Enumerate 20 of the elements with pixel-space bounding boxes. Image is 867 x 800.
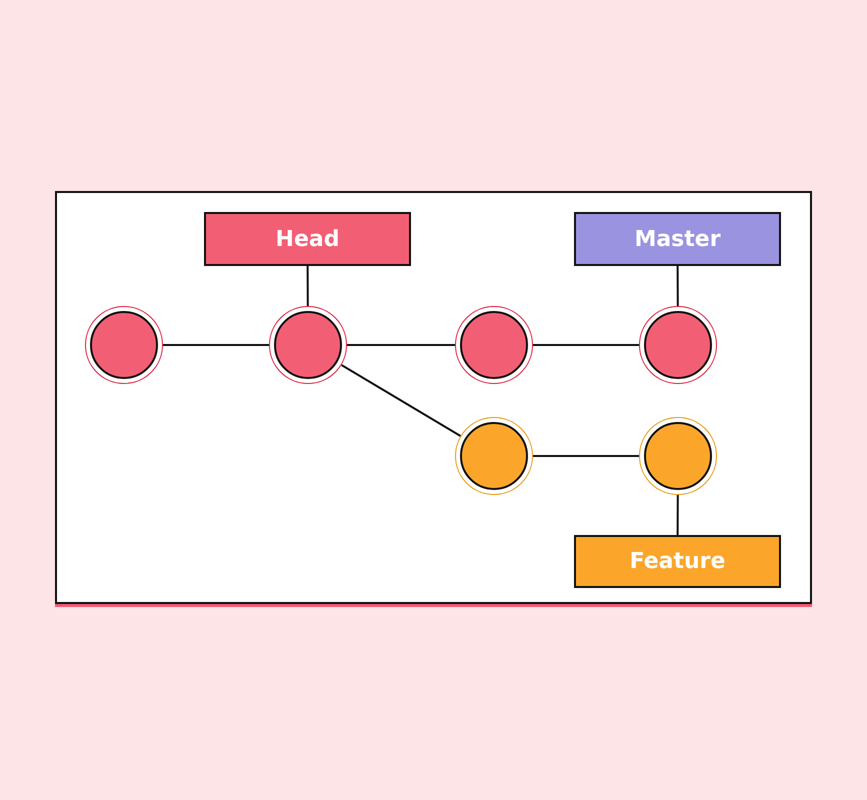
label-box <box>574 212 781 266</box>
connector-line <box>163 344 269 346</box>
commit-circle <box>455 306 533 384</box>
label-box <box>204 212 411 266</box>
connector-line <box>340 364 462 437</box>
connector-line <box>676 495 679 535</box>
connector-line <box>676 266 679 306</box>
box-label: Master <box>634 226 721 252</box>
commit-circle <box>455 417 533 495</box>
box-label: Head <box>276 226 340 252</box>
connector-line <box>533 455 639 457</box>
commit-circle <box>639 417 717 495</box>
commit-circle <box>85 306 163 384</box>
label-box <box>574 535 781 588</box>
commit-circle <box>639 306 717 384</box>
box-label: Feature <box>630 549 726 574</box>
connector-line <box>533 344 639 346</box>
commit-circle <box>269 306 347 384</box>
connector-line <box>347 344 455 346</box>
connector-line <box>306 266 309 306</box>
